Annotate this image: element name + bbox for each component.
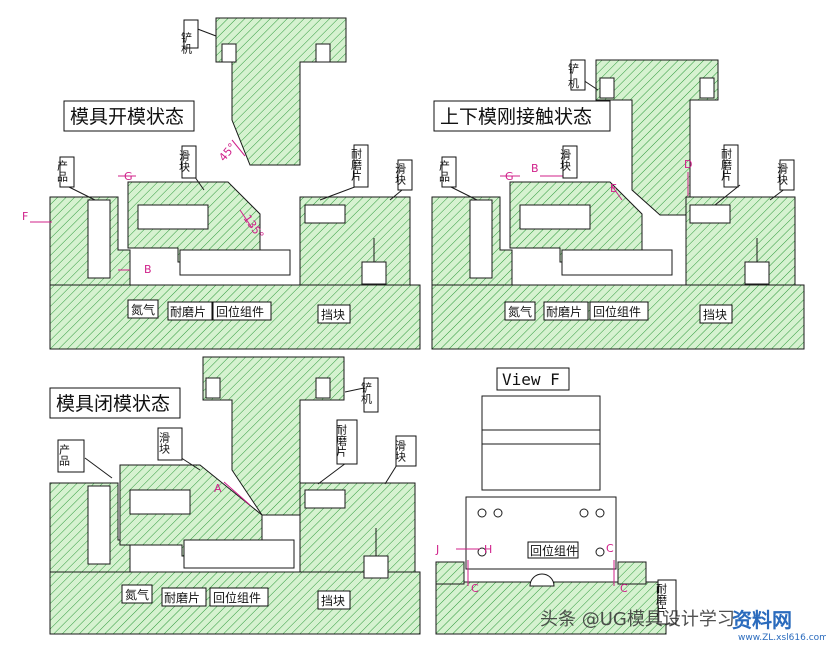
view-closed-state (49, 356, 421, 635)
marker-B-2: B (531, 162, 539, 175)
label-product-3: 产品 (58, 443, 71, 466)
title-open-state: 模具开模状态 (70, 106, 184, 128)
label-stop-1: 挡块 (321, 308, 345, 322)
marker-E: E (610, 182, 617, 195)
label-nitrogen-3: 氮气 (125, 587, 149, 602)
label-product-2: 产品 (438, 159, 451, 182)
label-stop-2: 挡块 (703, 308, 727, 322)
marker-C-3: C (620, 582, 628, 595)
watermark-logo: 资料网 (732, 608, 792, 632)
title-touch-state: 上下模刚接触状态 (440, 106, 592, 128)
label-wear-plate-1: 耐磨片 (350, 148, 363, 182)
label-slider-1b: 滑块 (394, 163, 407, 186)
view-open-state (30, 17, 421, 350)
marker-C-2: C (606, 542, 614, 555)
watermark-url: www.ZL.xsl616.com (738, 633, 826, 643)
title-view-f: View F (502, 370, 560, 389)
label-shovel-2: 铲 机 (567, 62, 580, 89)
label-wear-plate-h-3: 耐磨片 (164, 591, 200, 605)
label-slider-2: 滑块 (559, 149, 572, 172)
label-wear-plate-h-1: 耐磨片 (170, 305, 206, 319)
label-slider-1: 滑块 (178, 150, 191, 173)
label-nitrogen-1: 氮气 (131, 302, 155, 317)
marker-H: H (484, 543, 492, 556)
label-wear-plate-h-2: 耐磨片 (546, 305, 582, 319)
label-wear-plate-2: 耐磨片 (720, 148, 733, 182)
marker-G-2: G (505, 170, 514, 183)
marker-D: D (684, 158, 692, 171)
marker-C-1: C (471, 582, 479, 595)
marker-A: A (214, 482, 222, 495)
label-product-1: 产品 (56, 159, 69, 182)
label-stop-3: 挡块 (321, 594, 345, 608)
label-return-3: 回位组件 (213, 590, 261, 605)
marker-J: J (435, 543, 439, 556)
marker-F: F (22, 210, 28, 223)
label-slider-3: 滑块 (158, 432, 171, 455)
label-return-1: 回位组件 (216, 304, 264, 319)
upper-shovel-closed (202, 356, 345, 516)
label-return-2: 回位组件 (593, 304, 641, 319)
marker-B-1: B (144, 263, 152, 276)
marker-G-1: G (124, 170, 133, 183)
upper-shovel-open (215, 17, 347, 166)
label-shovel-3: 铲机 (360, 381, 373, 404)
label-slider-3b: 滑块 (394, 440, 407, 463)
label-shovel-1: 铲机 (180, 31, 193, 54)
label-return-f: 回位组件 (530, 543, 578, 558)
watermark-left: 头条 @UG模具设计学习 (540, 609, 735, 630)
label-nitrogen-2: 氮气 (508, 304, 532, 319)
label-slider-2b: 滑块 (776, 163, 789, 186)
title-closed-state: 模具闭模状态 (56, 393, 170, 415)
label-wear-plate-f: 耐磨片 (655, 583, 668, 617)
view-f (435, 395, 667, 635)
label-wear-plate-3: 耐磨片 (335, 424, 348, 458)
view-touch-state (431, 59, 805, 350)
